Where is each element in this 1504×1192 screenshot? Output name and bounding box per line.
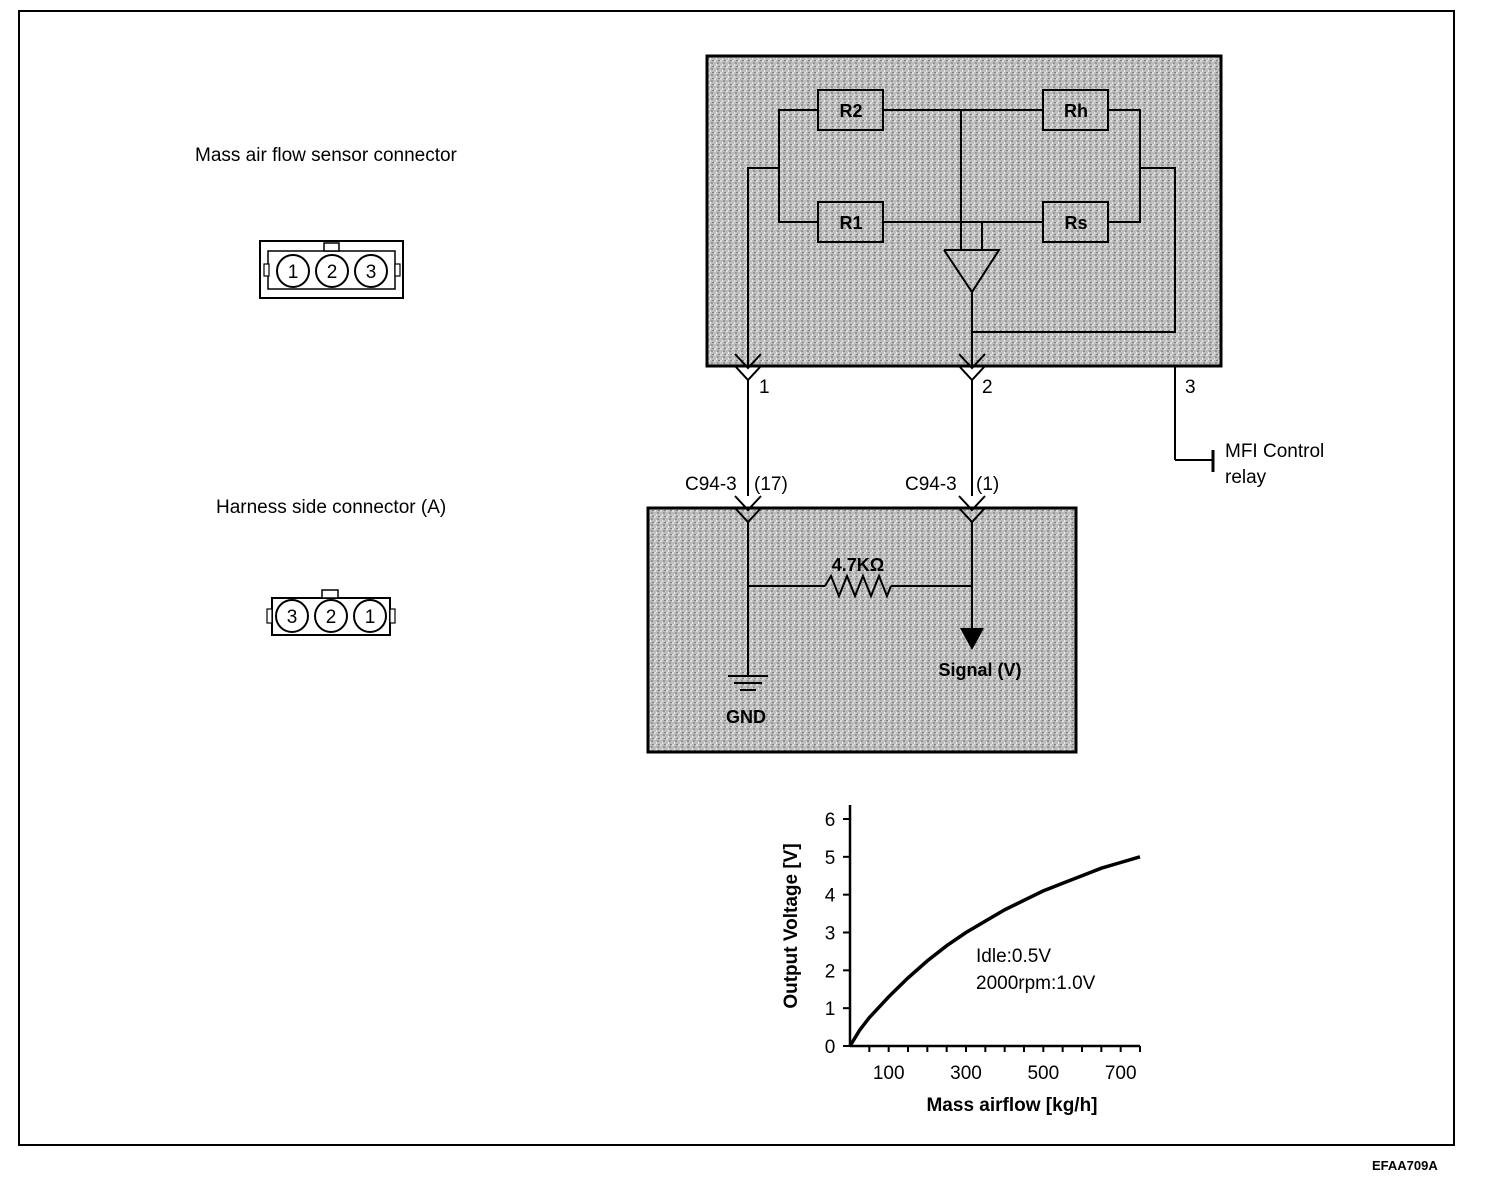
x-axis-label: Mass airflow [kg/h] — [926, 1095, 1097, 1116]
maf-connector-title: Mass air flow sensor connector — [195, 145, 457, 166]
x-tick-label: 700 — [1105, 1063, 1137, 1084]
resistor-value-label: 4.7KΩ — [832, 555, 884, 575]
figure-frame — [18, 10, 1455, 1146]
maf-pin-label: 3 — [366, 262, 377, 283]
c94-left-pin-label: (17) — [754, 474, 788, 495]
y-tick-label: 5 — [825, 848, 836, 869]
figure-code: EFAA709A — [1372, 1158, 1438, 1173]
harness-connector-icon: 3 2 1 — [266, 589, 396, 636]
mfi-relay-label-line2: relay — [1225, 467, 1267, 488]
resistor-label: R2 — [839, 101, 862, 121]
maf-connector-icon: 1 2 3 — [259, 240, 404, 299]
chart-annotation: 2000rpm:1.0V — [976, 973, 1096, 994]
resistor-label: R1 — [839, 213, 862, 233]
y-tick-label: 2 — [825, 961, 836, 982]
harness-connector-title: Harness side connector (A) — [216, 497, 447, 518]
terminal-label: 1 — [759, 377, 770, 398]
terminal-label: 3 — [1185, 377, 1196, 398]
resistor-label: Rs — [1064, 213, 1087, 233]
y-tick-label: 6 — [825, 810, 836, 831]
chart-annotation: Idle:0.5V — [976, 946, 1051, 967]
output-voltage-chart: 0 1 2 3 4 5 6 100 300 500 700 Mass airflow [kg/h]… — [781, 805, 1141, 1116]
resistor-rs — [1042, 201, 1109, 243]
resistor-r2 — [817, 89, 884, 131]
resistor-label: Rh — [1064, 101, 1088, 121]
c94-right-label: C94-3 — [905, 474, 957, 495]
maf-pin-label: 1 — [288, 262, 299, 283]
y-tick-label: 0 — [825, 1037, 836, 1058]
c94-right-pin-label: (1) — [976, 474, 999, 495]
y-axis-label: Output Voltage [V] — [781, 843, 802, 1008]
harness-pin-label: 3 — [287, 607, 298, 628]
ecm-module: 4.7KΩ GND Signal (V) — [646, 495, 1078, 754]
mfi-relay-label-line1: MFI Control — [1225, 441, 1325, 462]
y-tick-label: 1 — [825, 999, 836, 1020]
terminal-label: 2 — [982, 377, 993, 398]
c94-left-label: C94-3 — [685, 474, 737, 495]
x-tick-label: 300 — [950, 1063, 982, 1084]
y-tick-label: 3 — [825, 924, 836, 945]
gnd-label: GND — [726, 707, 766, 727]
x-tick-label: 500 — [1027, 1063, 1059, 1084]
sensor-terminals — [734, 353, 1215, 496]
maf-pin-label: 2 — [327, 262, 338, 283]
resistor-r1 — [817, 201, 884, 243]
harness-pin-label: 1 — [365, 607, 376, 628]
resistor-rh — [1042, 89, 1109, 131]
x-tick-label: 100 — [873, 1063, 905, 1084]
signal-label: Signal (V) — [938, 660, 1021, 680]
series-line — [848, 855, 1141, 1047]
y-tick-label: 4 — [825, 886, 836, 907]
harness-pin-label: 2 — [326, 607, 337, 628]
maf-sensor-module: R2 Rh R1 Rs — [705, 54, 1223, 461]
